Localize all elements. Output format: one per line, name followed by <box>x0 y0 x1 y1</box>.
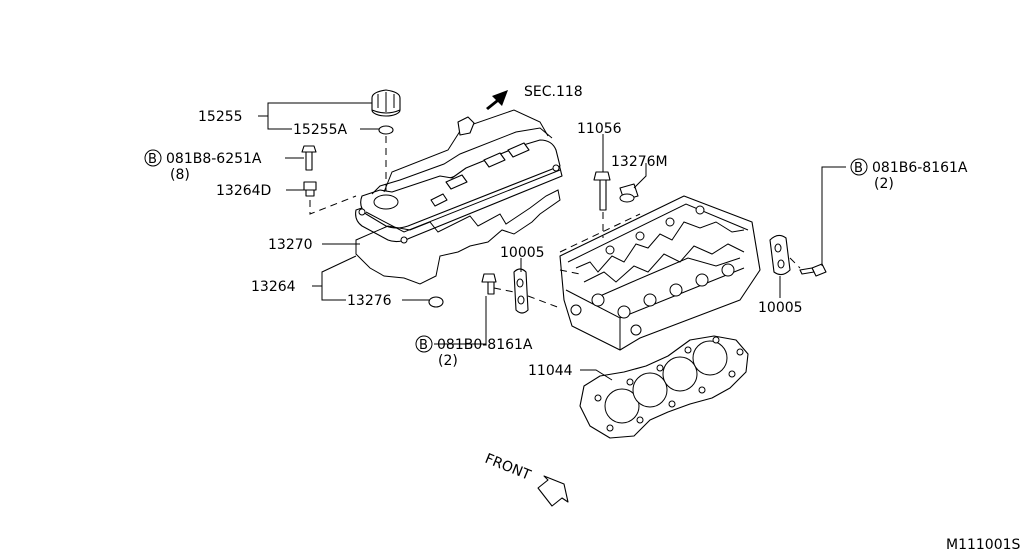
cylinder-head-gasket <box>579 335 749 439</box>
oil-filler-cap <box>371 89 401 117</box>
part-label-13264d: 13264D <box>216 183 271 199</box>
section-arrow-icon <box>486 90 508 110</box>
part-label-13264: 13264 <box>251 279 296 295</box>
cover-bolt <box>301 145 317 171</box>
bolt-symbol-b: B <box>854 161 863 176</box>
rocker-cover-gasket <box>355 189 561 285</box>
bracket-bolt-right <box>799 263 827 277</box>
drawing-number: M111001S <box>946 537 1021 553</box>
front-direction-arrow-icon <box>537 475 569 507</box>
part-label-15255a: 15255A <box>293 122 348 138</box>
bolt-symbol-icon <box>850 158 868 176</box>
cover-grommet <box>303 181 317 197</box>
part-label-10005-right: 10005 <box>758 300 803 316</box>
bolt-symbol-b: B <box>148 152 157 167</box>
bolt-symbol-icon <box>415 335 433 353</box>
section-reference: SEC.118 <box>524 84 583 100</box>
bolt-symbol-icon <box>144 149 162 167</box>
part-quantity-2: (2) <box>438 353 458 369</box>
part-quantity-2: (2) <box>874 176 894 192</box>
part-label-15255: 15255 <box>198 109 243 125</box>
leader-lines <box>258 102 846 381</box>
part-label-13276m: 13276M <box>611 154 668 170</box>
bracket-gasket-left <box>513 268 529 314</box>
part-label-11056: 11056 <box>577 121 622 137</box>
bolt-symbol-b: B <box>419 338 428 353</box>
part-label-081b8-6251a: 081B8-6251A <box>166 151 262 167</box>
part-label-13276: 13276 <box>347 293 392 309</box>
oil-filler-cap-gasket <box>378 125 394 135</box>
part-label-13270: 13270 <box>268 237 313 253</box>
part-label-10005-left: 10005 <box>500 245 545 261</box>
head-bolt <box>593 171 611 211</box>
cylinder-head <box>559 195 761 351</box>
bracket-gasket-right <box>769 234 791 276</box>
part-label-081b6-8161a: 081B6-8161A <box>872 160 968 176</box>
part-label-081b0-8161a: 081B0-8161A <box>437 337 533 353</box>
bracket-bolt-left <box>481 273 497 295</box>
part-quantity-8: (8) <box>170 167 190 183</box>
part-label-11044: 11044 <box>528 363 573 379</box>
spark-plug-tube-seal <box>428 296 444 308</box>
front-label: FRONT <box>483 451 534 484</box>
plug <box>619 183 639 203</box>
rocker-cover <box>355 109 563 244</box>
